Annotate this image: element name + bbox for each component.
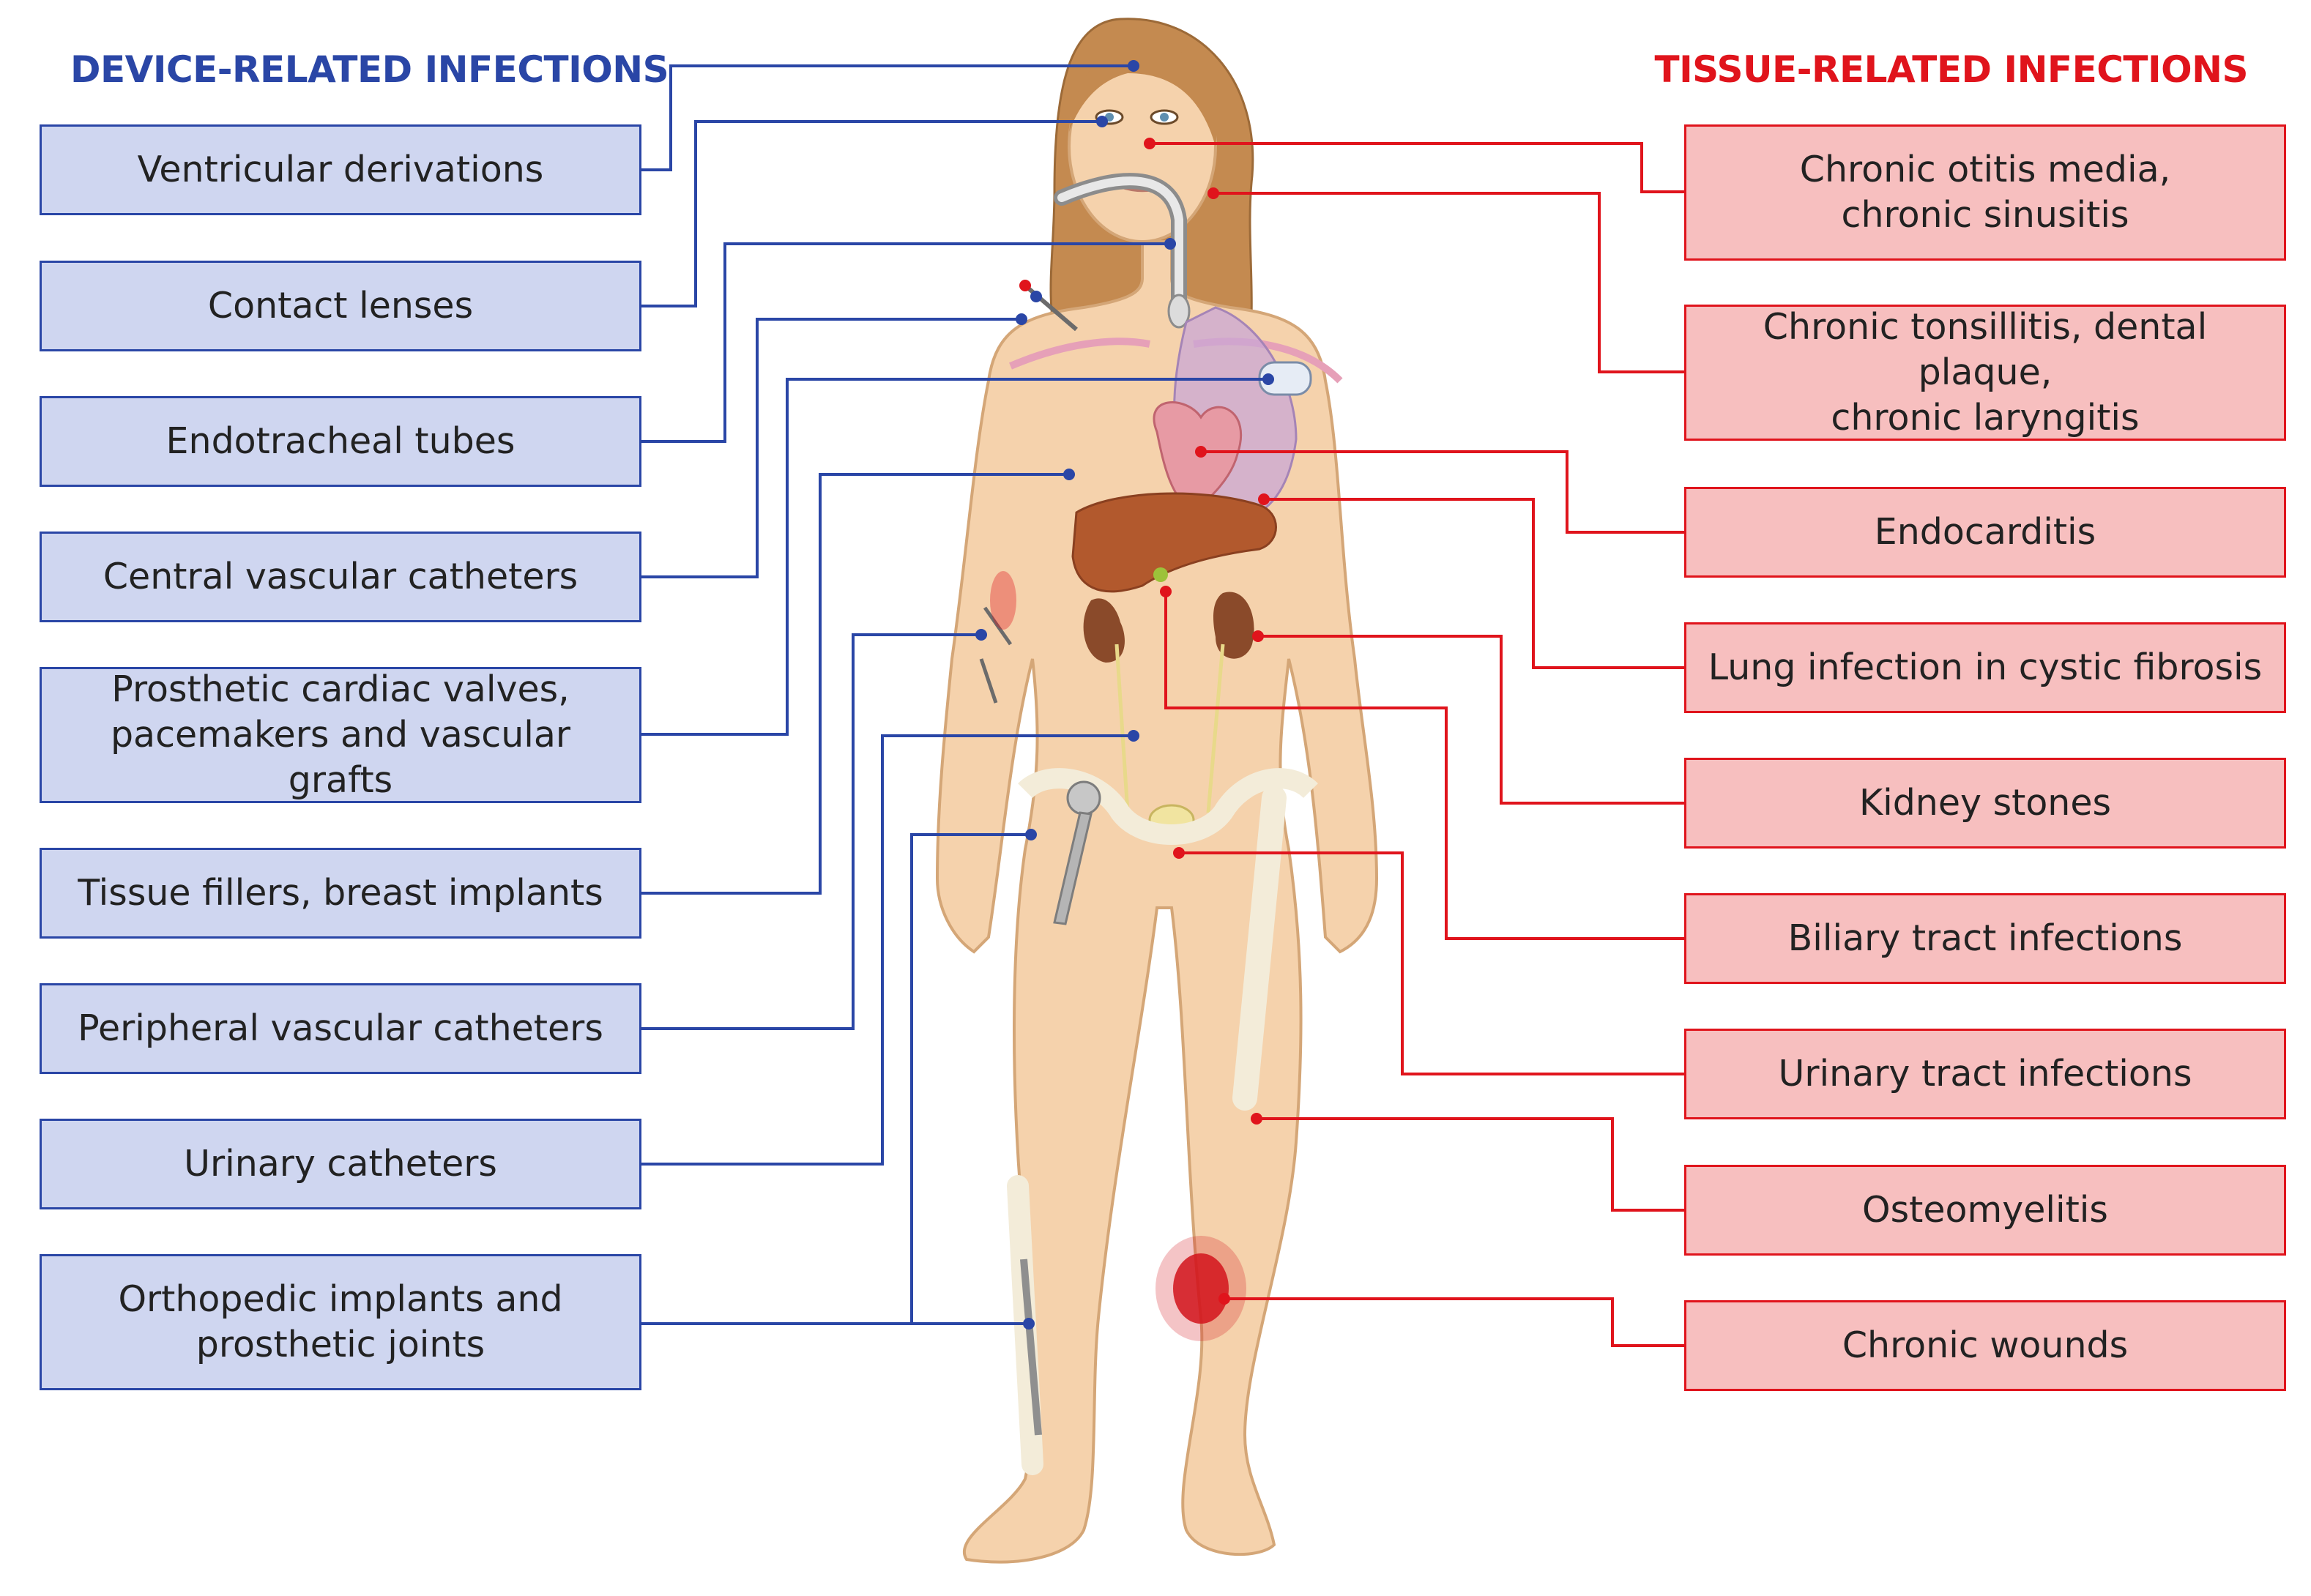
liver	[1071, 492, 1277, 593]
device-box-orthopedic-implants: Orthopedic implants and prosthetic joint…	[40, 1254, 641, 1390]
device-box-prosthetic-cardiac-valves: Prosthetic cardiac valves, pacemakers an…	[40, 667, 641, 803]
tissue-label: Lung infection in cystic fibrosis	[1708, 646, 2263, 689]
device-dots	[975, 60, 1274, 1330]
device-label: Peripheral vascular catheters	[78, 1007, 603, 1050]
device-connectors	[641, 64, 1268, 1325]
device-label: Central vascular catheters	[103, 556, 578, 598]
tissue-box-chronic-otitis-media: Chronic otitis media, chronic sinusitis	[1684, 124, 2286, 261]
bone-plate	[1020, 1258, 1042, 1436]
peripheral-catheter	[979, 606, 1013, 704]
left-kidney	[1083, 598, 1125, 663]
tissue-related-heading: TISSUE-RELATED INFECTIONS	[1654, 48, 2248, 91]
tissue-label: Kidney stones	[1858, 782, 2112, 824]
device-box-endotracheal-tubes: Endotracheal tubes	[40, 396, 641, 487]
tissue-label: Osteomyelitis	[1862, 1189, 2108, 1231]
device-label: Tissue fillers, breast implants	[78, 872, 603, 914]
hip-prosthesis	[1066, 780, 1101, 816]
device-label: Orthopedic implants and prosthetic joint…	[118, 1278, 563, 1365]
tissue-box-lung-infection-cystic-fibrosis: Lung infection in cystic fibrosis	[1684, 622, 2286, 713]
tissue-box-endocarditis: Endocarditis	[1684, 487, 2286, 578]
tissue-label: Chronic tonsillitis, dental plaque, chro…	[1763, 306, 2208, 439]
device-box-tissue-fillers: Tissue fillers, breast implants	[40, 848, 641, 939]
tissue-box-osteomyelitis: Osteomyelitis	[1684, 1165, 2286, 1256]
tissue-dots	[1144, 138, 1270, 1305]
tissue-box-chronic-tonsillitis: Chronic tonsillitis, dental plaque, chro…	[1684, 305, 2286, 441]
device-label: Endotracheal tubes	[165, 420, 516, 463]
device-label: Contact lenses	[207, 285, 474, 327]
device-box-urinary-catheters: Urinary catheters	[40, 1119, 641, 1209]
device-related-heading: DEVICE-RELATED INFECTIONS	[70, 48, 669, 91]
human-body-figure	[935, 240, 1379, 1564]
device-label: Ventricular derivations	[137, 149, 544, 191]
tissue-box-biliary-tract-infections: Biliary tract infections	[1684, 893, 2286, 984]
device-box-peripheral-vascular-catheters: Peripheral vascular catheters	[40, 983, 641, 1074]
device-box-contact-lenses: Contact lenses	[40, 261, 641, 351]
device-box-central-vascular-catheters: Central vascular catheters	[40, 532, 641, 622]
device-label: Urinary catheters	[184, 1143, 497, 1185]
tissue-label: Endocarditis	[1874, 511, 2096, 553]
tissue-box-urinary-tract-infections: Urinary tract infections	[1684, 1029, 2286, 1119]
tissue-box-kidney-stones: Kidney stones	[1684, 758, 2286, 849]
wound	[1173, 1253, 1229, 1324]
tissue-label: Chronic otitis media, chronic sinusitis	[1799, 149, 2171, 236]
femur	[1232, 786, 1287, 1111]
tissue-label: Chronic wounds	[1842, 1324, 2129, 1367]
tissue-label: Biliary tract infections	[1787, 917, 2183, 960]
tissue-connectors	[1150, 142, 1684, 1347]
right-kidney	[1213, 592, 1254, 659]
device-box-ventricular-derivations: Ventricular derivations	[40, 124, 641, 215]
tissue-label: Urinary tract infections	[1778, 1053, 2192, 1095]
device-label: Prosthetic cardiac valves, pacemakers an…	[110, 668, 571, 801]
hair-front	[1069, 42, 1217, 146]
tissue-box-chronic-wounds: Chronic wounds	[1684, 1300, 2286, 1391]
pelvis	[1018, 768, 1318, 845]
